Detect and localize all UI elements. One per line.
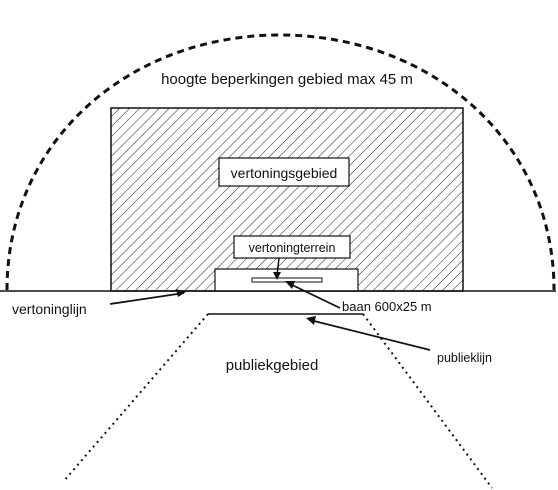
public-area-right-boundary (362, 313, 493, 489)
display-line-arrow (109, 292, 185, 305)
public-area-label: publiekgebied (226, 357, 319, 374)
display-area-label-box (218, 157, 350, 187)
public-line-label: publieklijn (437, 351, 492, 365)
height-limit-dome (5, 33, 556, 291)
runway-arrow (287, 282, 341, 309)
display-line-label: vertoninglijn (12, 301, 87, 317)
height-zone-label: hoogte beperkingen gebied max 45 m (161, 71, 413, 88)
terrain-arrowhead (273, 272, 281, 280)
runway-arrowhead (285, 281, 295, 289)
public-line-arrow (309, 319, 431, 351)
display-area-label: vertoningsgebied (231, 165, 338, 181)
public-line-arrowhead (306, 316, 316, 325)
display-terrain-label: vertoningterrein (249, 241, 336, 255)
display-terrain-label-box (233, 235, 351, 259)
display-area-hatched (110, 107, 464, 292)
public-area-left-boundary (62, 313, 209, 483)
display-line-arrowhead (176, 289, 186, 297)
runway-label: baan 600x25 m (342, 299, 432, 314)
